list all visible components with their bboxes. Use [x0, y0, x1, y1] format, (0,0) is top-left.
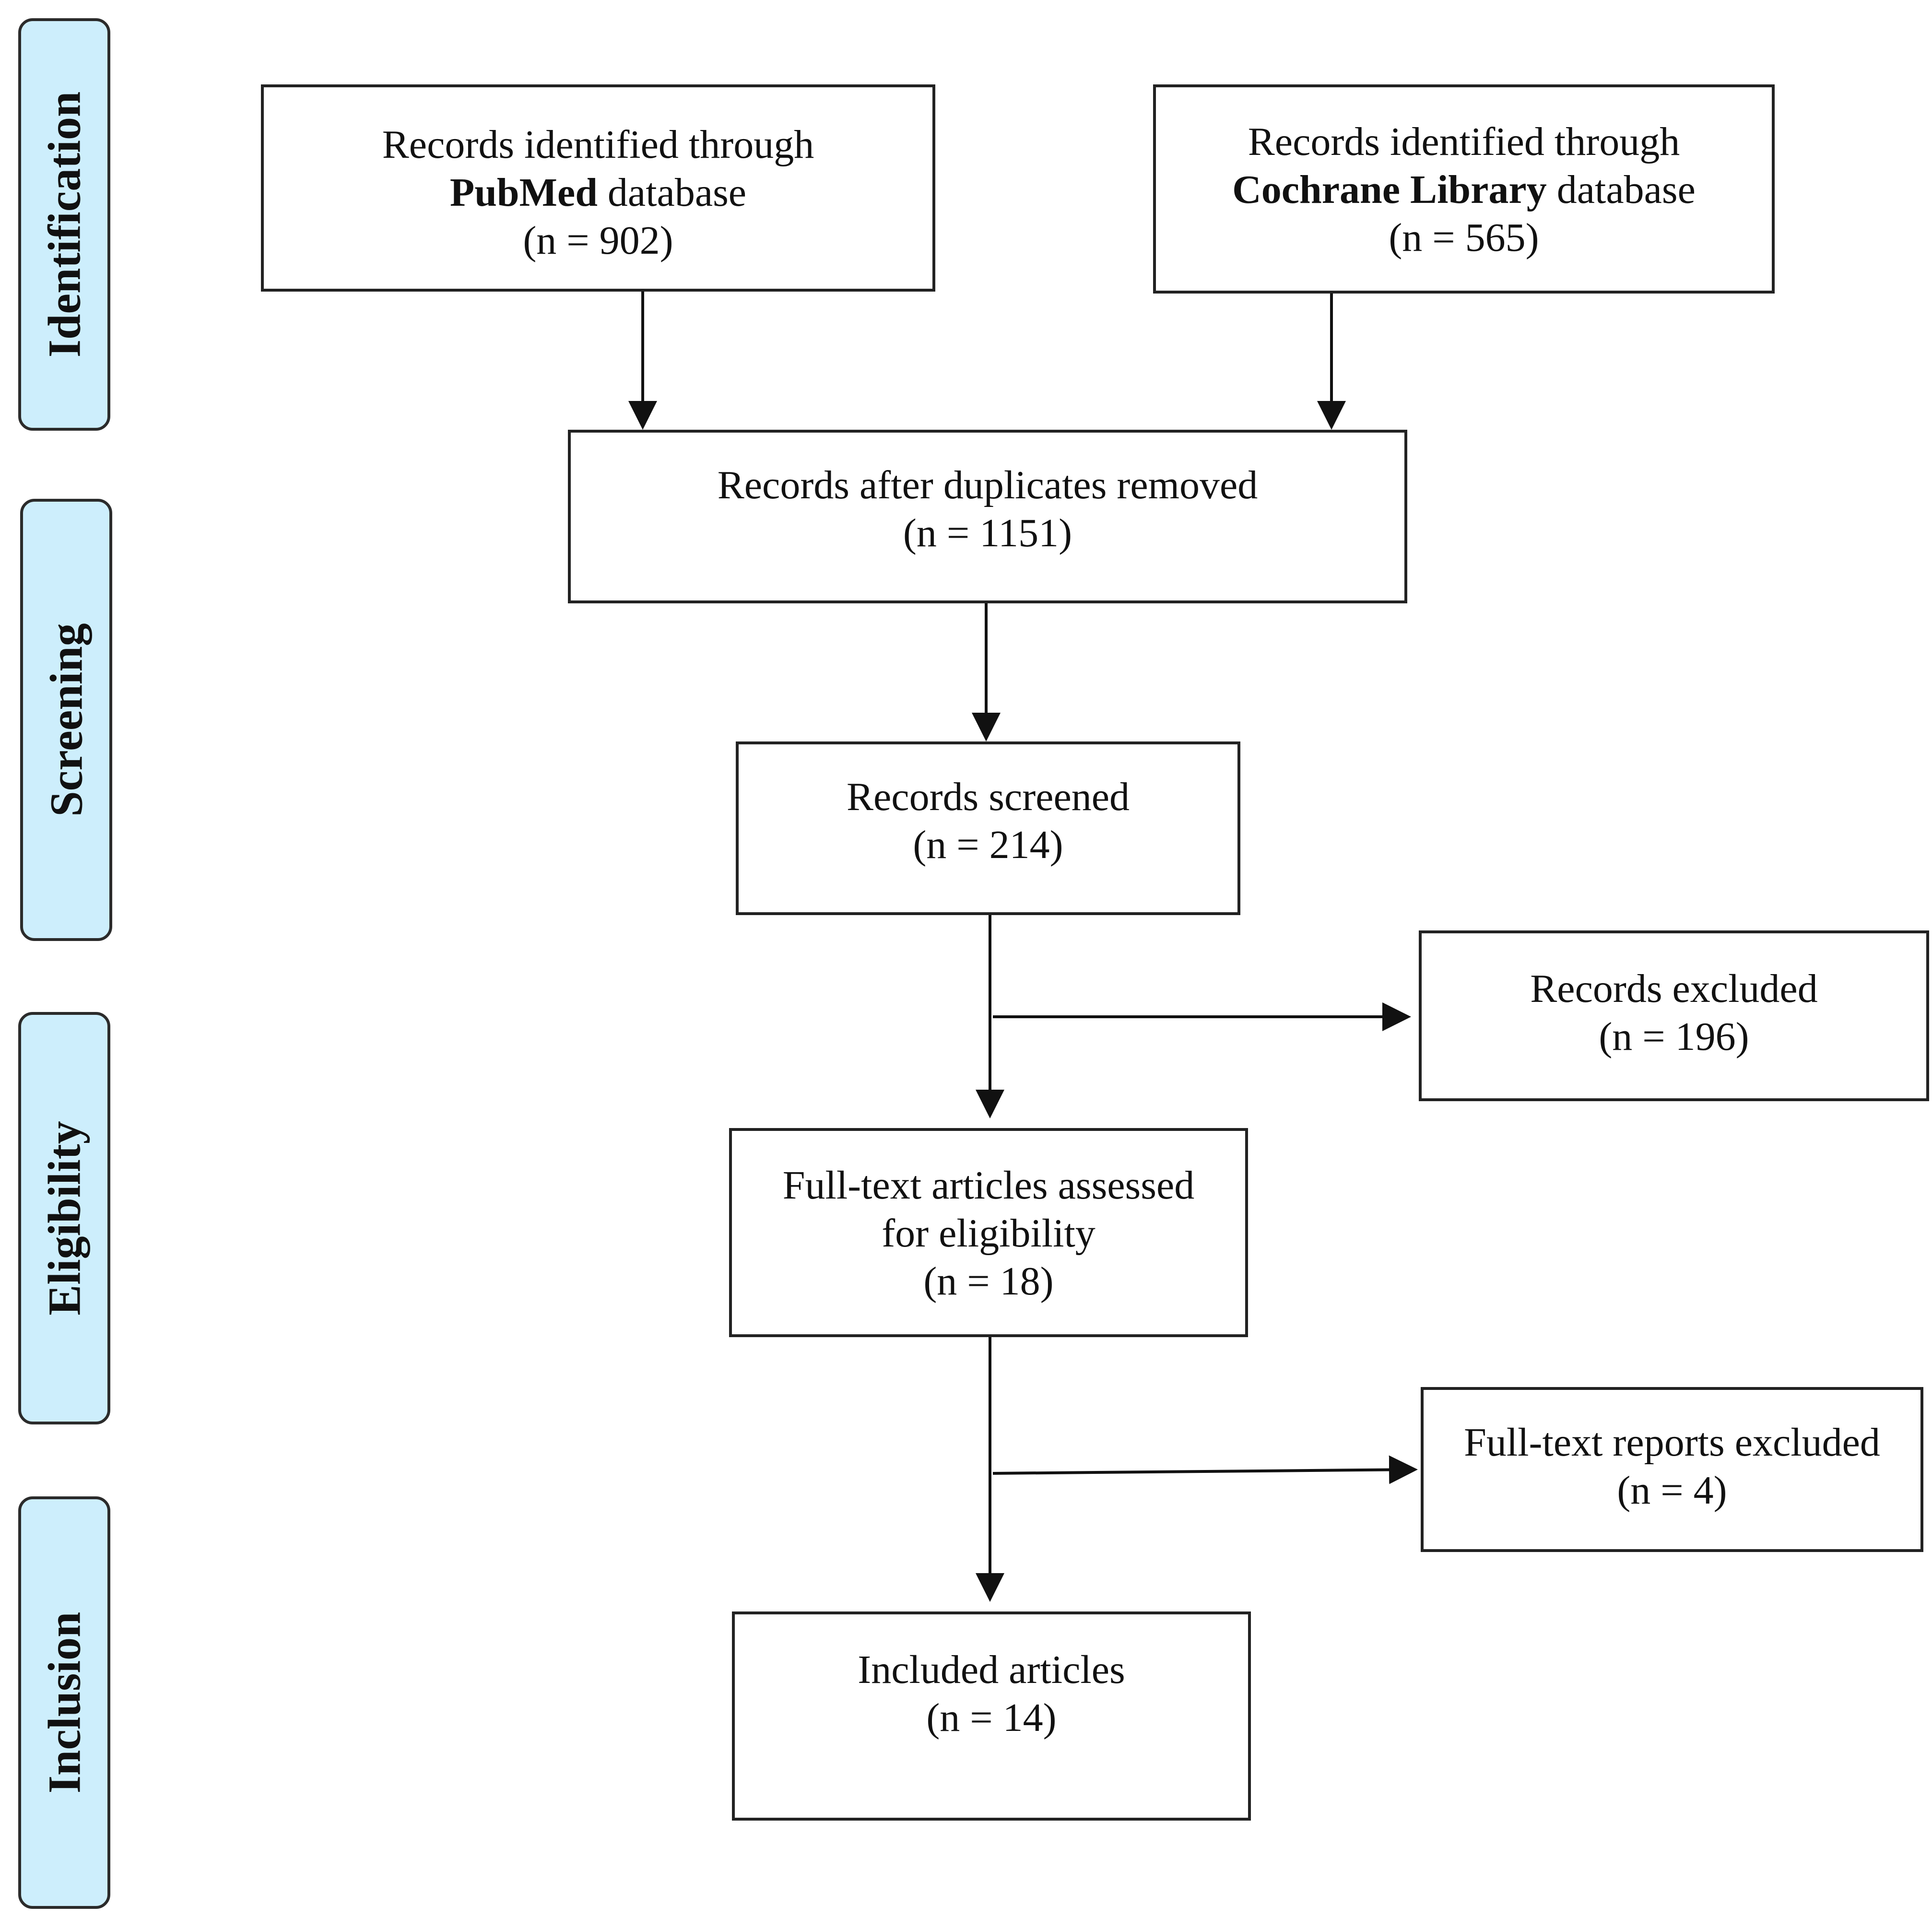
duplicates-removed-box: Records after duplicates removed (n = 11… [568, 430, 1407, 603]
pubmed-line2: PubMed database [450, 169, 746, 217]
records-excluded-count: (n = 196) [1599, 1014, 1749, 1059]
cochrane-count: (n = 565) [1389, 215, 1539, 260]
pubmed-count: (n = 902) [523, 218, 673, 263]
phase-identification: Identification [18, 18, 110, 431]
pubmed-records-box: Records identified through PubMed databa… [261, 84, 935, 292]
pubmed-line1: Records identified through [382, 122, 814, 167]
included-articles-box: Included articles (n = 14) [732, 1611, 1251, 1821]
fulltext-excluded-box: Full-text reports excluded (n = 4) [1421, 1387, 1923, 1552]
duplicates-removed-count: (n = 1151) [903, 511, 1072, 555]
fulltext-assessed-line2: for eligibility [882, 1211, 1096, 1256]
phase-eligibility: Eligibility [18, 1012, 110, 1424]
cochrane-records-box: Records identified through Cochrane Libr… [1153, 84, 1775, 294]
included-articles-label: Included articles [858, 1647, 1125, 1692]
fulltext-excluded-count: (n = 4) [1617, 1468, 1727, 1513]
phase-screening: Screening [20, 499, 112, 941]
records-screened-box: Records screened (n = 214) [736, 741, 1240, 915]
fulltext-assessed-count: (n = 18) [923, 1259, 1054, 1304]
records-screened-label: Records screened [846, 775, 1130, 819]
arrow-fulltext-to-fulltext-excluded [992, 1455, 1418, 1484]
included-articles-count: (n = 14) [926, 1695, 1057, 1740]
records-excluded-box: Records excluded (n = 196) [1419, 930, 1929, 1101]
cochrane-line1: Records identified through [1248, 119, 1680, 164]
fulltext-assessed-box: Full-text articles assessed for eligibil… [729, 1128, 1248, 1337]
records-screened-count: (n = 214) [913, 823, 1063, 867]
fulltext-excluded-label: Full-text reports excluded [1464, 1420, 1880, 1465]
fulltext-assessed-line1: Full-text articles assessed [782, 1163, 1195, 1208]
cochrane-line2: Cochrane Library database [1232, 166, 1696, 214]
cochrane-source-name: Cochrane Library [1232, 167, 1547, 212]
records-excluded-label: Records excluded [1530, 966, 1818, 1011]
cochrane-line2-rest: database [1546, 167, 1696, 212]
pubmed-source-name: PubMed [449, 170, 598, 215]
duplicates-removed-label: Records after duplicates removed [717, 463, 1258, 507]
pubmed-line2-rest: database [597, 170, 747, 215]
phase-inclusion: Inclusion [18, 1496, 110, 1909]
